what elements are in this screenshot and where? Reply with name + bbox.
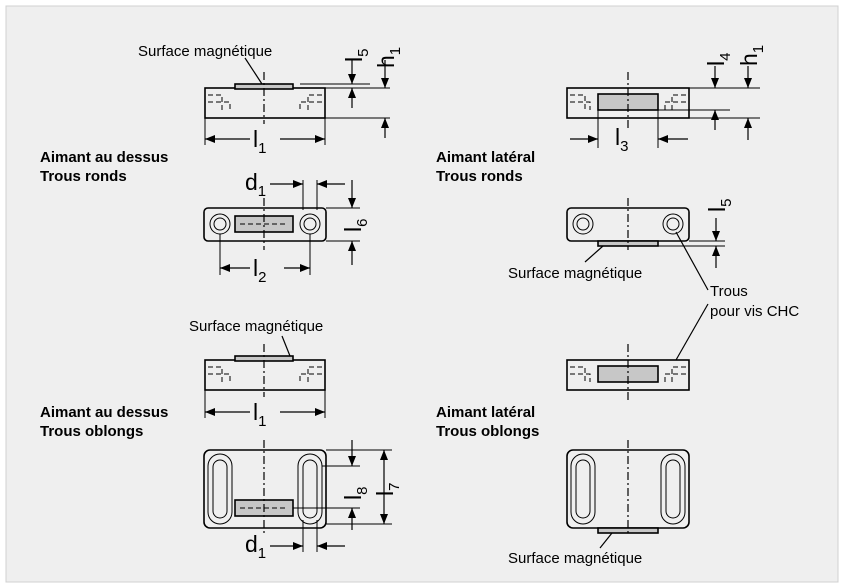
view-top-round-side: l1 l5 h1: [204, 47, 404, 157]
trous-label-line2: pour vis CHC: [710, 303, 799, 320]
dim-label-l4: l: [703, 61, 729, 66]
view-side-oblong-plan: [566, 440, 690, 536]
surface-label-side-round: Surface magnétique: [508, 265, 642, 282]
caption-q2-line1: Aimant latéral: [436, 149, 535, 166]
trous-label-line1: Trous: [710, 283, 748, 300]
svg-text:l8: l8: [340, 487, 371, 500]
svg-text:l7: l7: [372, 483, 403, 496]
dim-label-h1: h: [373, 55, 399, 68]
surface-label-top-oblong: Surface magnétique: [189, 318, 323, 335]
svg-text:h1: h1: [373, 47, 404, 68]
view-top-oblong-plan: d1 l8 l7: [203, 440, 403, 562]
svg-text:l4: l4: [703, 53, 734, 66]
svg-text:l5: l5: [341, 49, 372, 62]
surface-label-side-oblong: Surface magnétique: [508, 550, 642, 567]
svg-text:l6: l6: [340, 219, 371, 232]
svg-text:l5: l5: [704, 199, 735, 212]
svg-text:l1: l1: [253, 126, 266, 157]
dim-label-h1-side: h: [736, 53, 762, 66]
svg-text:d1: d1: [245, 169, 266, 200]
surface-label-top-round: Surface magnétique: [138, 43, 272, 60]
svg-text:l1: l1: [253, 399, 266, 430]
dim-label-l8: l: [340, 495, 366, 500]
dim-label-l6: l: [340, 227, 366, 232]
svg-text:d1: d1: [245, 531, 266, 562]
dim-label-l1: l: [253, 126, 258, 152]
sheet-background: [5, 5, 839, 583]
dim-label-l5-side: l: [704, 207, 730, 212]
caption-q4-line2: Trous oblongs: [436, 423, 539, 440]
view-top-oblong-side: l1: [204, 344, 326, 430]
svg-text:h1: h1: [736, 45, 767, 66]
caption-q3-line1: Aimant au dessus: [40, 404, 168, 421]
caption-q1-line1: Aimant au dessus: [40, 149, 168, 166]
view-side-oblong-side: [566, 344, 690, 400]
view-side-round-side: l3 l4 h1: [566, 45, 767, 155]
dim-label-l2: l: [253, 255, 258, 281]
dim-label-l3: l: [615, 124, 620, 150]
svg-text:l2: l2: [253, 255, 266, 286]
dim-label-l7: l: [372, 491, 398, 496]
dim-label-d1-top: d: [245, 169, 258, 195]
view-top-round-plan: d1 l2 l6: [203, 169, 371, 286]
view-side-round-plan: l5: [566, 198, 735, 268]
svg-text:l3: l3: [615, 124, 628, 155]
caption-q4-line1: Aimant latéral: [436, 404, 535, 421]
caption-q1-line2: Trous ronds: [40, 168, 127, 185]
dim-label-l5: l: [341, 57, 367, 62]
dim-label-l1-oblong: l: [253, 399, 258, 425]
caption-q2-line2: Trous ronds: [436, 168, 523, 185]
caption-q3-line2: Trous oblongs: [40, 423, 143, 440]
dim-label-d1-oblong: d: [245, 531, 258, 557]
